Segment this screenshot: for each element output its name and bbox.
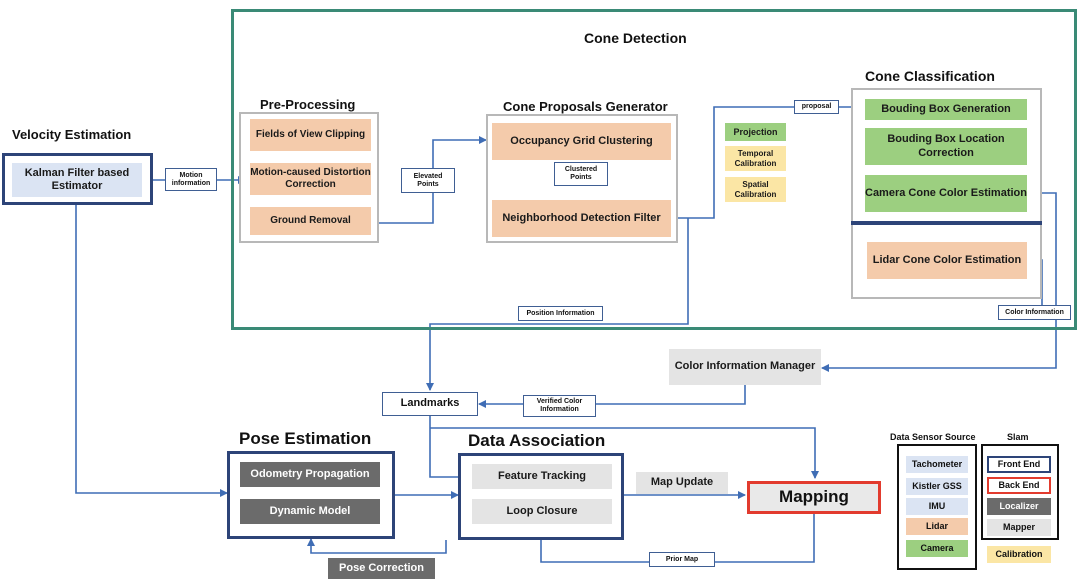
kalman-estimator-box: Kalman Filter based Estimator (12, 163, 142, 197)
bbox-generation-box: Bouding Box Generation (865, 99, 1027, 120)
arrow-landmarks-to-tracking (429, 416, 468, 481)
legend-localizer: Localizer (987, 498, 1051, 515)
proposals-title: Cone Proposals Generator (503, 99, 668, 114)
motion-distortion-box: Motion-caused Distortion Correction (250, 163, 371, 195)
legend-slam-title: Slam (1007, 432, 1029, 442)
arrow-pose-correction (307, 538, 447, 554)
mapping-box: Mapping (747, 481, 881, 514)
preprocessing-title: Pre-Processing (260, 97, 356, 112)
legend-front-end: Front End (987, 456, 1051, 473)
temporal-calibration-box: Temporal Calibration (725, 146, 786, 171)
elevated-points-label: Elevated Points (401, 168, 455, 193)
legend-back-end: Back End (987, 477, 1051, 494)
arrow-landmarks-to-mapping (430, 427, 819, 479)
legend-camera: Camera (906, 540, 968, 557)
proposal-label: proposal (794, 100, 839, 114)
pose-estimation-title: Pose Estimation (239, 429, 372, 448)
neighborhood-filter-box: Neighborhood Detection Filter (492, 200, 671, 237)
legend-kistler-gss: Kistler GSS (906, 478, 968, 495)
pose-correction-box: Pose Correction (328, 558, 435, 579)
motion-information-label: Motion information (165, 168, 217, 191)
camera-color-box: Camera Cone Color Estimation (865, 175, 1027, 212)
position-information-label: Position Information (518, 306, 603, 321)
velocity-title: Velocity Estimation (12, 127, 132, 142)
prior-map-label: Prior Map (649, 552, 715, 567)
legend-mapper: Mapper (987, 519, 1051, 536)
legend-calibration: Calibration (987, 546, 1051, 563)
odometry-propagation-box: Odometry Propagation (240, 462, 380, 487)
map-update-label: Map Update (636, 472, 728, 494)
legend-sensor-title: Data Sensor Source (890, 432, 976, 442)
legend-tachometer: Tachometer (906, 456, 968, 473)
color-information-label: Color Information (998, 305, 1071, 320)
dynamic-model-box: Dynamic Model (240, 499, 380, 524)
clustered-points-label: Clustered Points (554, 162, 608, 186)
legend-lidar: Lidar (906, 518, 968, 535)
cone-detection-frame (231, 9, 1077, 330)
bbox-location-box: Bouding Box Location Correction (865, 128, 1027, 165)
arrow-manager-to-landmarks (478, 385, 746, 408)
arrow-velocity-to-pose (75, 205, 228, 497)
loop-closure-box: Loop Closure (472, 499, 612, 524)
legend-imu: IMU (906, 498, 968, 515)
arrow-position-to-landmarks (426, 218, 689, 391)
classification-title: Cone Classification (865, 68, 995, 84)
lidar-color-box: Lidar Cone Color Estimation (867, 242, 1027, 279)
landmarks-box: Landmarks (382, 392, 478, 416)
feature-tracking-box: Feature Tracking (472, 464, 612, 489)
color-information-manager-box: Color Information Manager (669, 349, 821, 385)
ground-removal-box: Ground Removal (250, 207, 371, 235)
spatial-calibration-box: Spatial Calibration (725, 177, 786, 202)
occupancy-grid-box: Occupancy Grid Clustering (492, 123, 671, 160)
projection-box: Projection (725, 123, 786, 141)
arrow-color-to-manager (821, 320, 1057, 372)
cone-detection-title: Cone Detection (584, 30, 687, 46)
data-association-title: Data Association (468, 431, 606, 450)
classification-divider (851, 221, 1042, 225)
fov-clipping-box: Fields of View Clipping (250, 119, 371, 151)
verified-color-label: Verified Color Information (523, 395, 596, 417)
arrow-proposal-to-classification (669, 103, 865, 219)
